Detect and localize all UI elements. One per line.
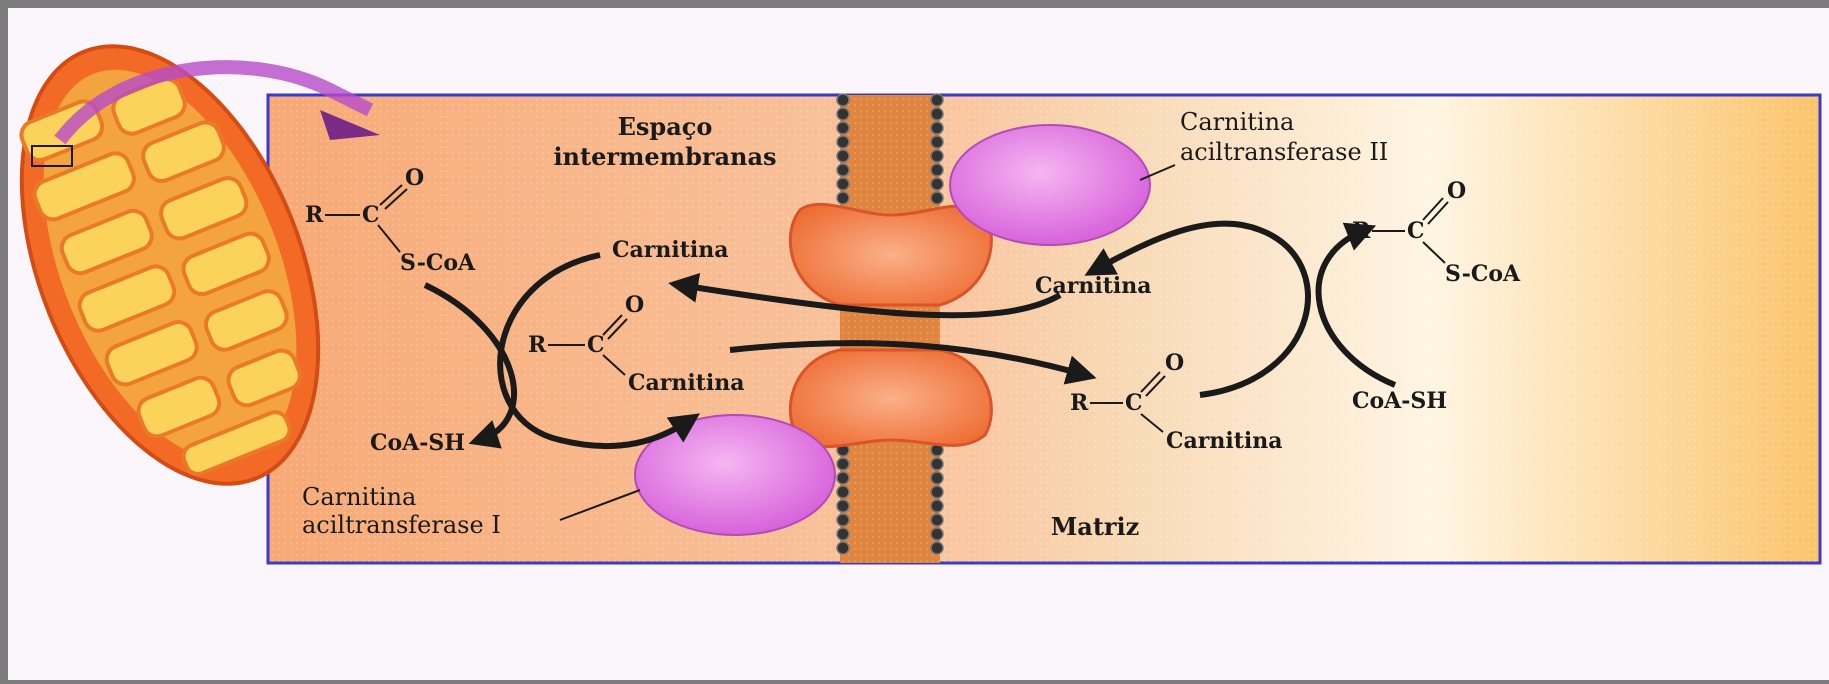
right-acylcoa-r: R: [1352, 218, 1371, 244]
lipid-head: [931, 164, 943, 176]
label-matrix: Matriz: [1051, 512, 1140, 541]
lipid-head: [837, 122, 849, 134]
left-acylcoa-o: O: [405, 165, 424, 191]
lipid-head: [931, 542, 943, 554]
left-acylcarn-tail: Carnitina: [628, 370, 744, 396]
right-acylcoa-c: C: [1407, 218, 1425, 244]
lipid-head: [931, 150, 943, 162]
lipid-head: [931, 108, 943, 120]
lipid-head: [837, 528, 849, 540]
lipid-head: [931, 458, 943, 470]
lipid-head: [837, 108, 849, 120]
lipid-head: [931, 178, 943, 190]
lipid-head: [931, 486, 943, 498]
lipid-head: [931, 94, 943, 106]
inner-membrane: [837, 94, 943, 563]
lipid-head: [837, 94, 849, 106]
label-intermembrane-2: intermembranas: [553, 142, 776, 171]
lipid-head: [837, 178, 849, 190]
label-cat2-1: Carnitina: [1180, 108, 1294, 136]
right-acylcarn-c: C: [1125, 390, 1143, 416]
lipid-head: [837, 150, 849, 162]
right-acylcoa-o: O: [1447, 178, 1466, 204]
label-cat2-2: aciltransferase II: [1180, 138, 1388, 166]
lipid-head: [837, 472, 849, 484]
right-acylcarn-tail: Carnitina: [1166, 428, 1282, 454]
left-acylcoa-r: R: [305, 202, 324, 228]
right-acylcarn-r: R: [1070, 390, 1089, 416]
label-intermembrane-1: Espaço: [618, 112, 713, 141]
right-acylcoa-s: S-CoA: [1445, 261, 1521, 287]
lipid-head: [931, 500, 943, 512]
lipid-head: [931, 122, 943, 134]
left-acylcoa-c: C: [362, 202, 380, 228]
lipid-head: [931, 192, 943, 204]
lipid-head: [837, 458, 849, 470]
lipid-head: [931, 472, 943, 484]
label-cat1-1: Carnitina: [302, 483, 416, 511]
enzyme-cat2: [950, 125, 1150, 245]
right-coash: CoA-SH: [1352, 388, 1447, 414]
lipid-head: [837, 514, 849, 526]
right-acylcarn-o: O: [1165, 350, 1184, 376]
label-cat1-2: aciltransferase I: [302, 511, 501, 539]
left-acylcarn-r: R: [528, 332, 547, 358]
left-coash: CoA-SH: [370, 430, 465, 456]
lipid-head: [837, 192, 849, 204]
left-acylcarn-c: C: [587, 332, 605, 358]
lipid-head: [837, 136, 849, 148]
lipid-head: [931, 514, 943, 526]
lipid-head: [931, 136, 943, 148]
left-acylcoa-s: S-CoA: [400, 250, 476, 276]
lipid-head: [931, 528, 943, 540]
lipid-head: [837, 542, 849, 554]
right-carnitine: Carnitina: [1035, 273, 1151, 299]
lipid-head: [837, 164, 849, 176]
lipid-head: [837, 486, 849, 498]
left-acylcarn-o: O: [625, 292, 644, 318]
left-carnitine: Carnitina: [612, 237, 728, 263]
lipid-head: [837, 500, 849, 512]
